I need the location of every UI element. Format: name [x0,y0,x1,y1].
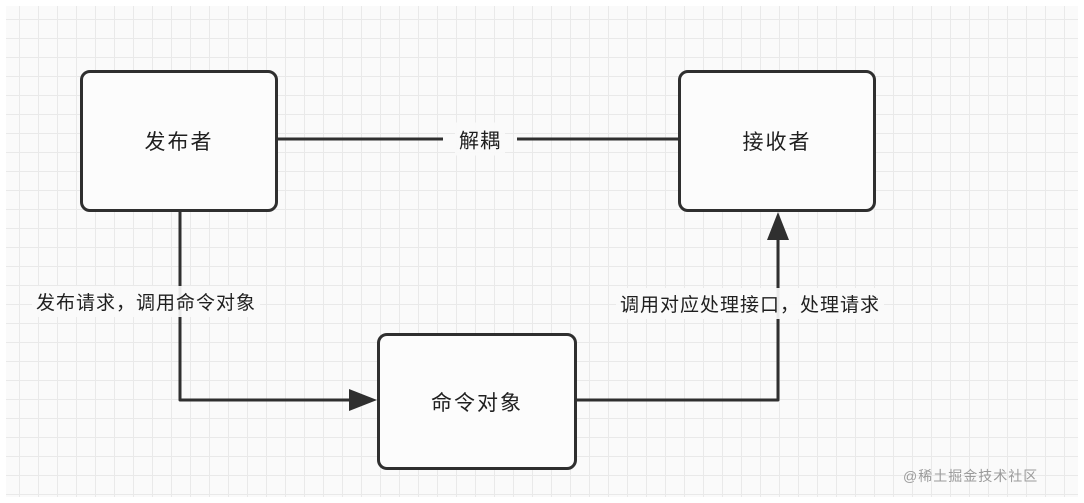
edge-label-publish-request: 发布请求，调用命令对象 [32,286,261,317]
node-receiver: 接收者 [678,70,876,212]
edge-label-handle-request: 调用对应处理接口，处理请求 [616,288,885,319]
arrowhead-to-command [349,389,377,411]
node-publisher-label: 发布者 [144,131,214,154]
edge-label-decouple: 解耦 [455,122,505,156]
node-publisher: 发布者 [80,70,278,212]
connector-publisher-to-command [178,212,350,402]
node-receiver-label: 接收者 [742,131,812,154]
arrowhead-to-receiver [767,212,789,240]
connector-command-to-receiver [577,239,780,402]
node-command: 命令对象 [377,333,577,470]
node-command-label: 命令对象 [431,391,523,415]
watermark-text: @稀土掘金技术社区 [903,468,1039,484]
